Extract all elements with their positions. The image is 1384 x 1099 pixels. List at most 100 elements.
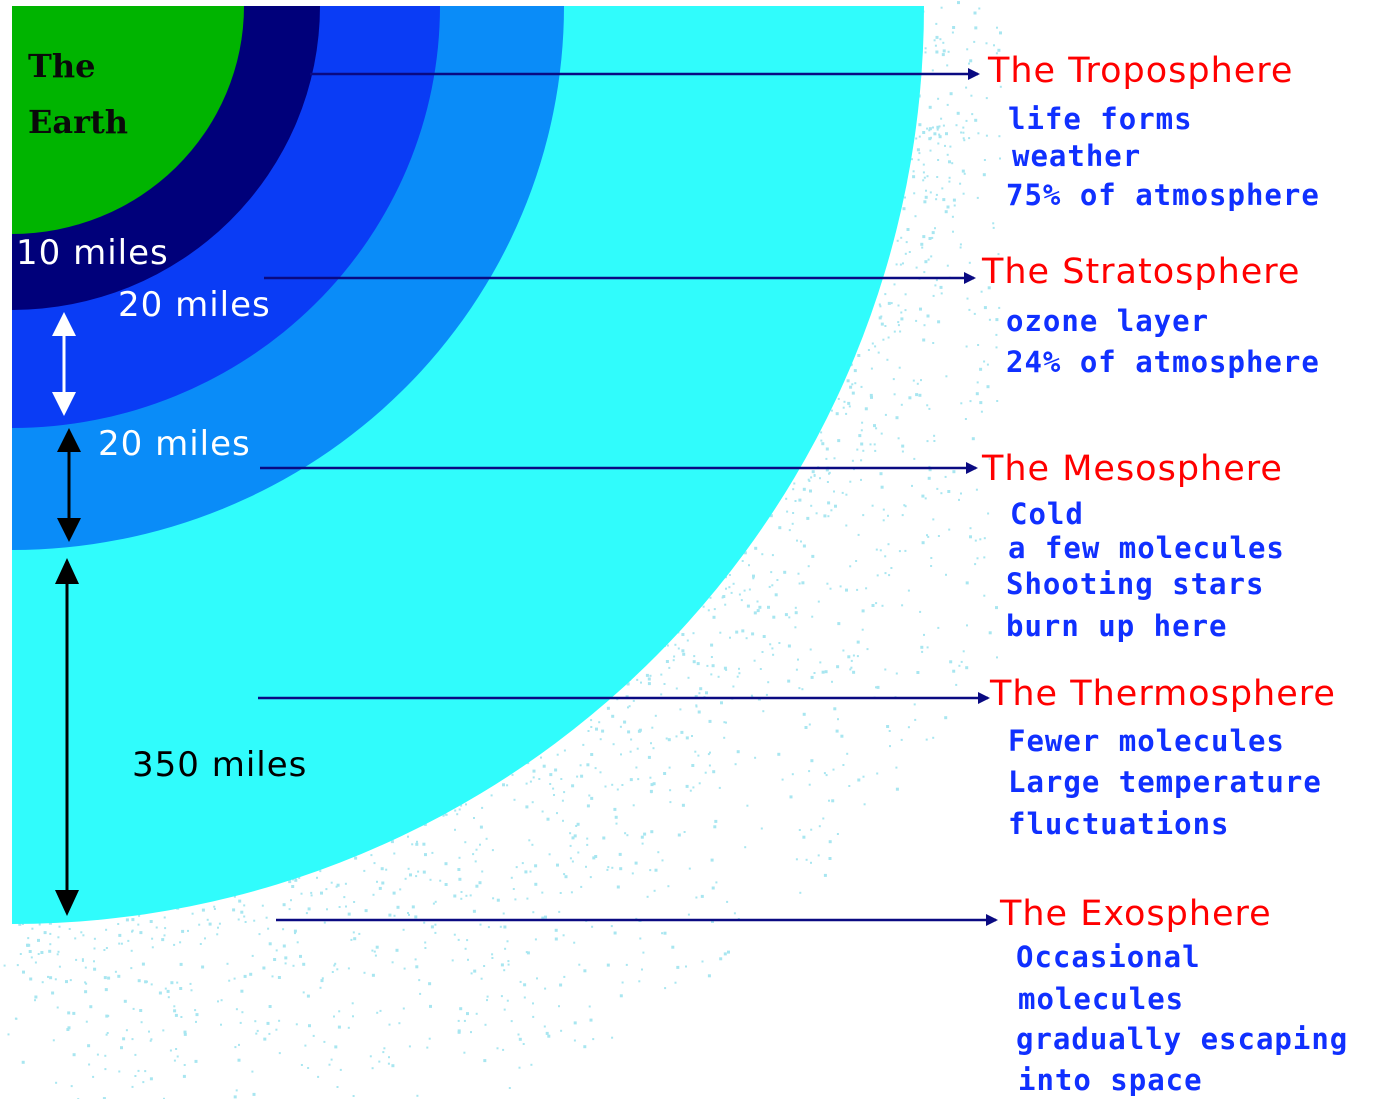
speckle xyxy=(927,535,930,538)
speckle xyxy=(751,632,755,636)
speckle xyxy=(475,1012,478,1015)
speckle xyxy=(625,963,628,966)
speckle xyxy=(114,970,117,973)
speckle xyxy=(995,318,999,322)
speckle xyxy=(576,775,579,778)
speckle xyxy=(717,675,720,678)
layer-pointer-lines xyxy=(258,68,998,926)
speckle xyxy=(255,1032,258,1035)
speckle xyxy=(233,977,236,980)
speckle xyxy=(592,1038,595,1041)
speckle xyxy=(480,977,483,980)
speckle xyxy=(457,868,461,871)
speckle xyxy=(428,982,432,986)
speckle xyxy=(948,176,951,179)
speckle xyxy=(307,1067,310,1069)
speckle xyxy=(857,354,861,357)
speckle xyxy=(251,1070,254,1073)
speckle xyxy=(628,705,631,708)
speckle xyxy=(947,50,950,53)
speckle xyxy=(988,318,991,321)
speckle xyxy=(802,835,806,839)
speckle xyxy=(979,401,983,405)
speckle xyxy=(926,314,930,318)
speckle xyxy=(952,669,956,673)
speckle xyxy=(305,912,308,915)
speckle xyxy=(882,508,885,511)
speckle xyxy=(896,239,899,242)
speckle xyxy=(919,610,922,613)
speckle xyxy=(562,819,564,822)
speckle xyxy=(302,991,305,994)
speckle xyxy=(862,514,865,517)
speckle xyxy=(513,798,516,801)
speckle xyxy=(854,382,857,385)
speckle xyxy=(738,672,741,675)
speckle xyxy=(75,958,78,961)
speckle xyxy=(187,929,189,932)
speckle xyxy=(578,963,581,966)
speckle xyxy=(466,939,469,942)
speckle xyxy=(545,1031,549,1035)
speckle xyxy=(585,865,587,868)
mesosphere-desc-line: a few molecules xyxy=(1008,531,1285,565)
speckle xyxy=(876,772,879,775)
speckle xyxy=(453,933,456,936)
speckle xyxy=(837,439,841,443)
speckle xyxy=(971,437,975,441)
speckle xyxy=(308,1024,311,1028)
speckle xyxy=(966,48,969,51)
speckle xyxy=(573,834,577,838)
speckle xyxy=(992,222,995,225)
speckle xyxy=(674,981,677,984)
speckle xyxy=(778,526,782,530)
speckle xyxy=(968,62,970,65)
speckle xyxy=(646,895,649,898)
speckle xyxy=(226,962,229,965)
speckle xyxy=(663,683,666,685)
speckle xyxy=(206,918,209,921)
speckle xyxy=(860,385,863,388)
speckle xyxy=(726,900,729,903)
speckle xyxy=(805,858,808,861)
speckle xyxy=(89,1005,93,1009)
speckle xyxy=(294,878,298,882)
speckle xyxy=(82,934,85,937)
speckle xyxy=(491,957,494,959)
speckle xyxy=(856,448,859,451)
speckle xyxy=(408,913,410,916)
speckle xyxy=(736,750,740,754)
speckle xyxy=(879,472,883,476)
speckle xyxy=(934,284,937,287)
speckle xyxy=(985,42,988,45)
speckle xyxy=(952,470,956,474)
speckle xyxy=(632,804,635,807)
speckle xyxy=(789,795,793,799)
speckle xyxy=(415,965,419,969)
speckle xyxy=(424,941,427,944)
speckle xyxy=(935,50,939,54)
speckle xyxy=(924,195,928,199)
speckle xyxy=(740,599,743,602)
speckle xyxy=(268,1032,271,1035)
speckle xyxy=(528,839,531,842)
speckle xyxy=(942,41,945,44)
speckle xyxy=(777,752,781,756)
speckle xyxy=(52,1039,55,1042)
speckle xyxy=(908,251,911,253)
speckle xyxy=(606,868,609,871)
speckle xyxy=(831,799,835,803)
speckle xyxy=(866,648,869,651)
speckle xyxy=(794,606,797,609)
speckle xyxy=(85,1020,88,1023)
speckle xyxy=(376,880,378,883)
speckle xyxy=(458,808,461,811)
speckle xyxy=(893,283,896,286)
speckle xyxy=(375,945,379,949)
speckle xyxy=(611,714,615,718)
speckle xyxy=(328,1063,331,1066)
speckle xyxy=(403,967,406,970)
speckle xyxy=(481,870,484,873)
speckle xyxy=(692,660,696,664)
speckle xyxy=(251,954,254,957)
